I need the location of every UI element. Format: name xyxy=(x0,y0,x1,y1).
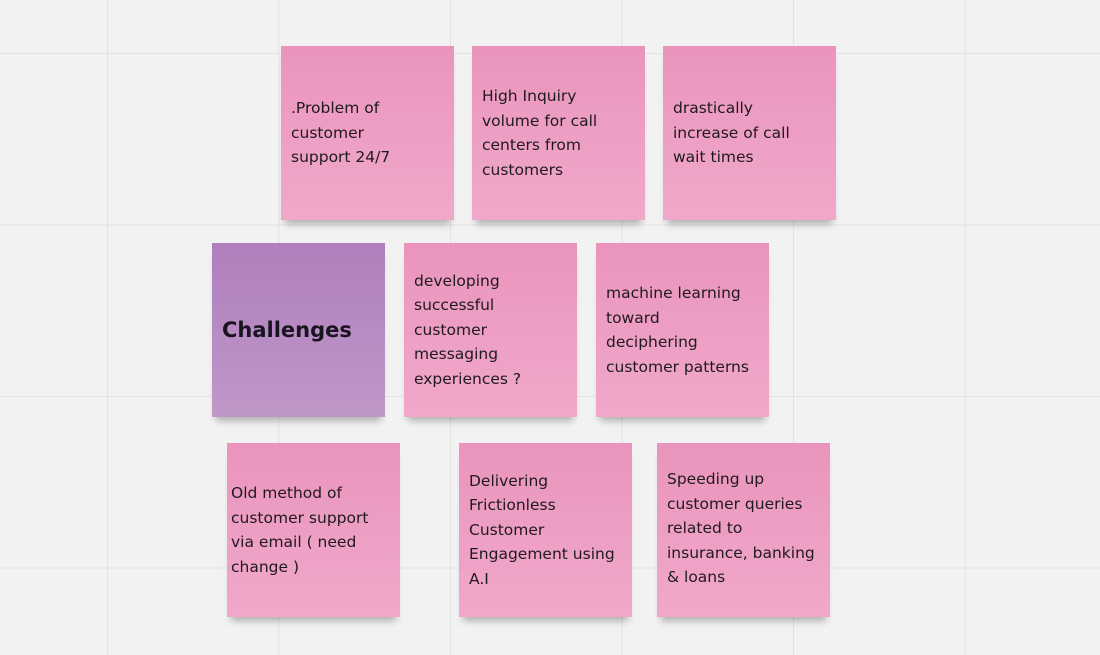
sticky-note-text: High Inquiry volume for call centers fro… xyxy=(482,87,598,179)
sticky-note-frictionless-engagement[interactable]: Delivering Frictionless Customer Engagem… xyxy=(459,443,632,617)
sticky-note-text: Challenges xyxy=(222,318,352,342)
sticky-note-machine-learning[interactable]: machine learning toward deciphering cust… xyxy=(596,243,769,417)
sticky-note-wait-times[interactable]: drastically increase of call wait times xyxy=(663,46,836,220)
sticky-note-speeding-queries[interactable]: Speeding up customer queries related to … xyxy=(657,443,830,617)
sticky-note-high-inquiry-volume[interactable]: High Inquiry volume for call centers fro… xyxy=(472,46,645,220)
sticky-note-text: Delivering Frictionless Customer Engagem… xyxy=(469,471,615,588)
sticky-note-text: Old method of customer support via email… xyxy=(231,484,369,576)
sticky-note-email-support[interactable]: Old method of customer support via email… xyxy=(227,443,400,617)
sticky-note-text: developing successful customer messaging… xyxy=(414,271,522,388)
sticky-note-text: Speeding up customer queries related to … xyxy=(667,470,815,586)
sticky-note-messaging-experiences[interactable]: developing successful customer messaging… xyxy=(404,243,577,417)
sticky-note-text: drastically increase of call wait times xyxy=(673,99,790,167)
sticky-note-text: .Problem of customer support 24/7 xyxy=(291,99,391,167)
sticky-note-problem-24-7[interactable]: .Problem of customer support 24/7 xyxy=(281,46,454,220)
sticky-note-text: machine learning toward deciphering cust… xyxy=(606,284,749,376)
sticky-note-challenges-title[interactable]: Challenges xyxy=(212,243,385,417)
